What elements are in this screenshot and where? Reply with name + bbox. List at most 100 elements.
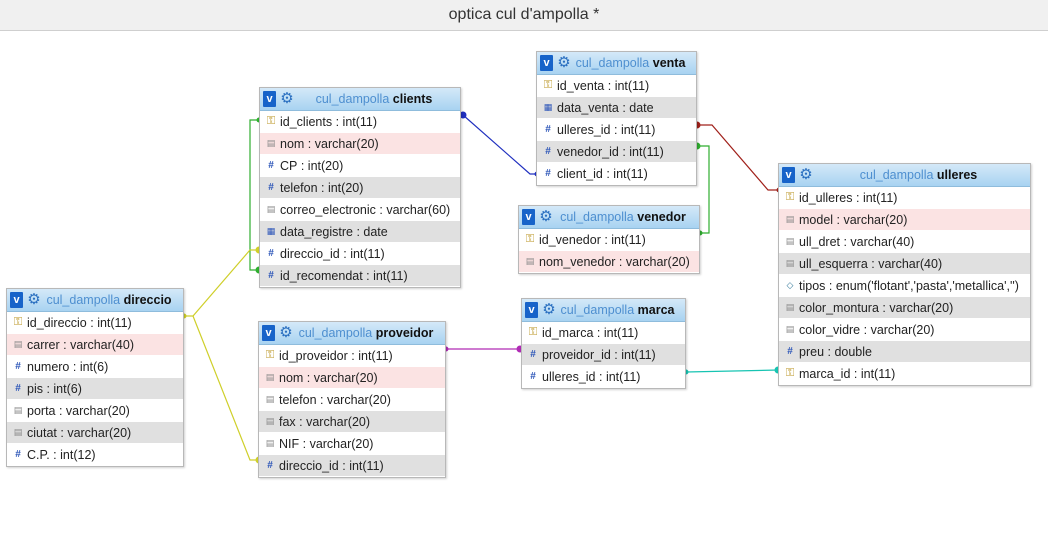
column-separator: :	[55, 403, 66, 418]
gear-icon[interactable]: ⚙	[539, 208, 553, 225]
gear-icon[interactable]: ⚙	[799, 166, 813, 183]
column-row[interactable]: #proveidor_id : int(11)	[522, 344, 685, 366]
column-row[interactable]: ⚿id_clients : int(11)	[260, 111, 460, 133]
text-type-icon: ▤	[785, 302, 795, 312]
column-separator: :	[59, 337, 71, 352]
column-row[interactable]: ▤nom_venedor : varchar(20)	[519, 251, 699, 273]
column-type: int(6)	[53, 381, 82, 396]
table-title: cul_dampolla direccio	[41, 293, 183, 307]
column-row[interactable]: ⚿id_venta : int(11)	[537, 75, 696, 97]
column-row[interactable]: ◇tipos : enum('flotant','pasta','metalli…	[779, 275, 1030, 297]
column-name: id_recomendat	[280, 268, 363, 283]
column-row[interactable]: #ulleres_id : int(11)	[522, 366, 685, 388]
column-row[interactable]: #ulleres_id : int(11)	[537, 119, 696, 141]
column-row[interactable]: ▤ull_esquerra : varchar(40)	[779, 253, 1030, 275]
column-row[interactable]: ⚿id_marca : int(11)	[522, 322, 685, 344]
column-separator: :	[362, 268, 374, 283]
column-row[interactable]: ▦data_registre : date	[260, 221, 460, 243]
column-type: date	[363, 224, 388, 239]
column-row[interactable]: ▤ull_dret : varchar(40)	[779, 231, 1030, 253]
column-row[interactable]: ▤color_vidre : varchar(20)	[779, 319, 1030, 341]
column-row[interactable]: ▤nom : varchar(20)	[259, 367, 445, 389]
column-row[interactable]: #telefon : int(20)	[260, 177, 460, 199]
column-row[interactable]: ▤fax : varchar(20)	[259, 411, 445, 433]
table-ulleres[interactable]: v⚙cul_dampolla ulleres⚿id_ulleres : int(…	[778, 163, 1031, 386]
toggle-columns-button[interactable]: v	[263, 91, 276, 107]
table-name: venta	[652, 56, 686, 70]
column-name: C.P.	[27, 447, 50, 462]
window-title: optica cul d'ampolla *	[0, 0, 1048, 31]
toggle-columns-button[interactable]: v	[782, 167, 795, 183]
table-proveidor[interactable]: v⚙cul_dampolla proveidor⚿id_proveidor : …	[258, 321, 446, 478]
column-row[interactable]: ⚿id_proveidor : int(11)	[259, 345, 445, 367]
gear-icon[interactable]: ⚙	[557, 54, 571, 71]
text-type-icon: ▤	[265, 416, 275, 426]
column-row[interactable]: #numero : int(6)	[7, 356, 183, 378]
column-name: data_venta	[557, 100, 619, 115]
column-separator: :	[352, 224, 364, 239]
column-row[interactable]: ▤carrer : varchar(40)	[7, 334, 183, 356]
column-row[interactable]: ▤correo_electronic : varchar(60)	[260, 199, 460, 221]
column-row[interactable]: #client_id : int(11)	[537, 163, 696, 185]
column-row[interactable]: ▦data_venta : date	[537, 97, 696, 119]
gear-icon[interactable]: ⚙	[280, 90, 294, 107]
column-row[interactable]: ▤model : varchar(20)	[779, 209, 1030, 231]
column-row[interactable]: #direccio_id : int(11)	[260, 243, 460, 265]
table-header[interactable]: v⚙cul_dampolla venta	[537, 52, 696, 75]
column-type: int(12)	[60, 447, 96, 462]
table-header[interactable]: v⚙cul_dampolla marca	[522, 299, 685, 322]
column-row[interactable]: #direccio_id : int(11)	[259, 455, 445, 477]
table-venedor[interactable]: v⚙cul_dampolla venedor⚿id_venedor : int(…	[518, 205, 700, 274]
table-marca[interactable]: v⚙cul_dampolla marca⚿id_marca : int(11)#…	[521, 298, 686, 389]
table-name: direccio	[123, 293, 172, 307]
table-clients[interactable]: v⚙cul_dampolla clients⚿id_clients : int(…	[259, 87, 461, 288]
column-row[interactable]: #id_recomendat : int(11)	[260, 265, 460, 287]
column-row[interactable]: #preu : double	[779, 341, 1030, 363]
gear-icon[interactable]: ⚙	[279, 324, 293, 341]
column-row[interactable]: ▤ciutat : varchar(20)	[7, 422, 183, 444]
column-row[interactable]: ⚿id_venedor : int(11)	[519, 229, 699, 251]
key-icon: ⚿	[785, 367, 795, 379]
column-row[interactable]: ▤telefon : varchar(20)	[259, 389, 445, 411]
toggle-columns-button[interactable]: v	[262, 325, 275, 341]
column-row[interactable]: #pis : int(6)	[7, 378, 183, 400]
column-row[interactable]: ▤NIF : varchar(20)	[259, 433, 445, 455]
column-row[interactable]: ▤color_montura : varchar(20)	[779, 297, 1030, 319]
table-header[interactable]: v⚙cul_dampolla direccio	[7, 289, 183, 312]
enum-type-icon: ◇	[786, 280, 794, 290]
toggle-columns-button[interactable]: v	[522, 209, 535, 225]
column-row[interactable]: ▤porta : varchar(20)	[7, 400, 183, 422]
column-separator: :	[49, 447, 61, 462]
column-row[interactable]: #CP : int(20)	[260, 155, 460, 177]
column-row[interactable]: ⚿id_direccio : int(11)	[7, 312, 183, 334]
toggle-columns-button[interactable]: v	[540, 55, 553, 71]
table-header[interactable]: v⚙cul_dampolla ulleres	[779, 164, 1030, 187]
table-venta[interactable]: v⚙cul_dampolla venta⚿id_venta : int(11)▦…	[536, 51, 697, 186]
column-row[interactable]: #C.P. : int(12)	[7, 444, 183, 466]
table-header[interactable]: v⚙cul_dampolla proveidor	[259, 322, 445, 345]
column-row[interactable]: ▤nom : varchar(20)	[260, 133, 460, 155]
table-header[interactable]: v⚙cul_dampolla venedor	[519, 206, 699, 229]
column-separator: :	[56, 425, 68, 440]
column-type: varchar(20)	[889, 300, 954, 315]
toggle-columns-button[interactable]: v	[525, 302, 538, 318]
column-row[interactable]: #venedor_id : int(11)	[537, 141, 696, 163]
gear-icon[interactable]: ⚙	[542, 301, 556, 318]
table-title: cul_dampolla ulleres	[813, 168, 1030, 182]
column-type: varchar(20)	[870, 322, 935, 337]
database-name: cul_dampolla	[46, 293, 121, 307]
toggle-columns-button[interactable]: v	[10, 292, 23, 308]
column-row[interactable]: ⚿id_ulleres : int(11)	[779, 187, 1030, 209]
column-type: int(11)	[603, 325, 639, 340]
date-type-icon: ▦	[266, 226, 276, 236]
key-icon: ⚿	[265, 349, 275, 361]
table-header[interactable]: v⚙cul_dampolla clients	[260, 88, 460, 111]
link-marca-ulleres	[685, 369, 780, 373]
link-direccio-proveidor	[192, 315, 259, 461]
column-row[interactable]: ⚿marca_id : int(11)	[779, 363, 1030, 385]
gear-icon[interactable]: ⚙	[27, 291, 41, 308]
column-separator: :	[825, 278, 836, 293]
column-separator: :	[593, 325, 604, 340]
table-direccio[interactable]: v⚙cul_dampolla direccio⚿id_direccio : in…	[6, 288, 184, 467]
column-type: int(11)	[613, 166, 648, 181]
